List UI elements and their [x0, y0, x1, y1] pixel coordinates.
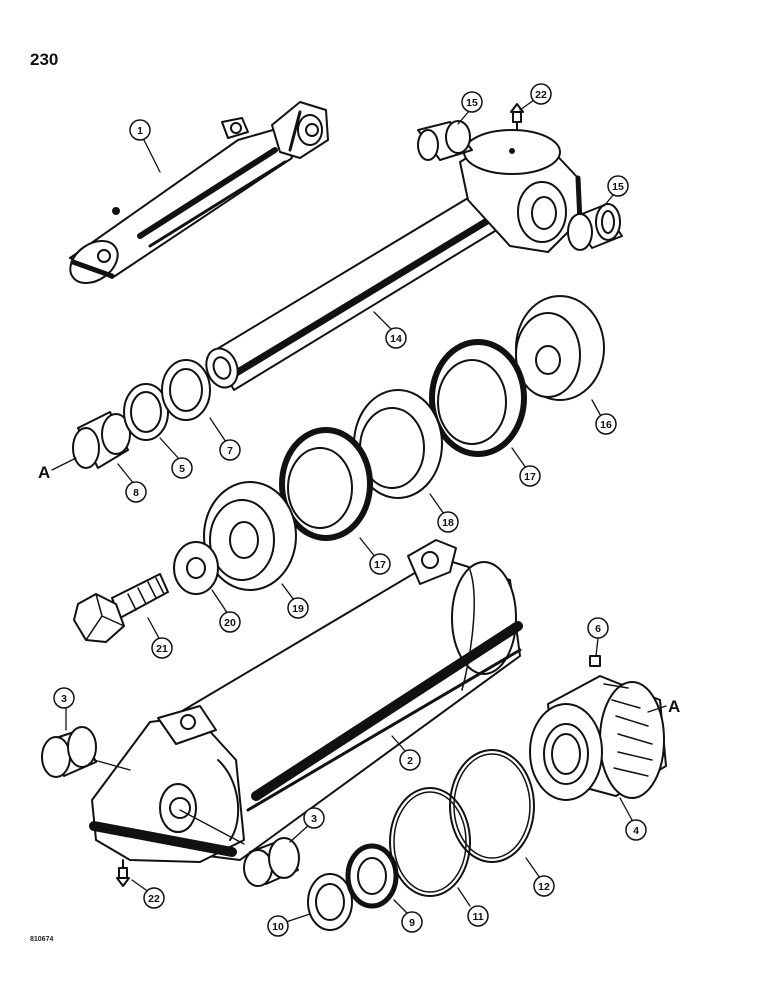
callout-14-label: 14 — [390, 333, 402, 345]
callout-17-lower-label: 17 — [374, 559, 386, 571]
callout-7: 7 — [219, 439, 241, 461]
drawing-number: 810674 — [30, 936, 54, 943]
part-6-plug — [589, 655, 601, 667]
callout-16: 16 — [595, 413, 617, 435]
callout-10: 10 — [267, 915, 289, 937]
part-20-washer — [173, 541, 219, 595]
callout-3-left: 3 — [53, 687, 75, 709]
part-1-cylinder-assembly — [69, 101, 329, 284]
callout-11-label: 11 — [472, 911, 483, 923]
part-3-bushing-right — [243, 837, 300, 887]
part-4-cylinder-gland — [529, 675, 667, 801]
callout-17-lower: 17 — [369, 553, 391, 575]
part-18-wear-ring — [353, 389, 443, 499]
part-17-piston-seal-lower — [279, 427, 373, 541]
page-number: 230 — [30, 50, 59, 69]
callout-1: 1 — [129, 119, 151, 141]
callout-12-label: 12 — [538, 881, 550, 893]
callout-5: 5 — [171, 457, 193, 479]
callout-21-label: 21 — [156, 643, 168, 655]
callout-22-bottom-label: 22 — [148, 893, 160, 905]
reference-letter-a-right: A — [668, 697, 680, 716]
part-21-bolt — [73, 573, 169, 643]
callout-17-upper: 17 — [519, 465, 541, 487]
part-11-o-ring — [389, 787, 471, 897]
part-3-bushing-left — [41, 726, 97, 778]
part-12-backup-ring — [449, 749, 535, 863]
part-8-wear-ring — [72, 411, 131, 469]
callout-5-label: 5 — [179, 463, 185, 475]
callout-8: 8 — [125, 481, 147, 503]
callout-6: 6 — [587, 617, 609, 639]
callout-2-label: 2 — [407, 755, 413, 767]
callout-6-label: 6 — [595, 623, 601, 635]
callout-20-label: 20 — [224, 617, 236, 629]
callout-10-label: 10 — [272, 921, 284, 933]
reference-letter-a-left: A — [38, 463, 50, 482]
callout-15-left: 15 — [461, 91, 483, 113]
callout-8-label: 8 — [133, 487, 139, 499]
callout-15-right: 15 — [607, 175, 629, 197]
leader-lines — [51, 99, 667, 923]
callout-20: 20 — [219, 611, 241, 633]
part-14-piston-rod — [205, 129, 583, 391]
part-2-cylinder-barrel — [89, 539, 523, 863]
callout-21: 21 — [151, 637, 173, 659]
callout-15-right-label: 15 — [612, 181, 624, 193]
callout-22-bottom: 22 — [143, 887, 165, 909]
callout-3-left-label: 3 — [61, 693, 67, 705]
part-15-bushing-left — [417, 120, 473, 161]
callout-4-label: 4 — [633, 825, 639, 837]
callout-9-label: 9 — [409, 917, 415, 929]
callout-2: 2 — [399, 749, 421, 771]
callout-7-label: 7 — [227, 445, 233, 457]
callout-1-label: 1 — [137, 125, 143, 137]
callout-12: 12 — [533, 875, 555, 897]
part-22-grease-fitting-top — [510, 103, 524, 131]
part-22-grease-fitting-bottom — [116, 859, 130, 887]
part-16-piston — [515, 295, 605, 401]
callout-14: 14 — [385, 327, 407, 349]
callout-22-top-label: 22 — [535, 89, 547, 101]
part-15-bushing-right — [567, 203, 623, 251]
part-5-backup-ring — [123, 383, 169, 441]
callout-3-right-label: 3 — [311, 813, 317, 825]
callout-16-label: 16 — [600, 419, 612, 431]
callout-4: 4 — [625, 819, 647, 841]
callout-18-label: 18 — [442, 517, 454, 529]
callout-3-right: 3 — [303, 807, 325, 829]
callout-15-left-label: 15 — [466, 97, 478, 109]
callout-18: 18 — [437, 511, 459, 533]
part-7-rod-seal — [161, 359, 211, 421]
callout-19: 19 — [287, 597, 309, 619]
callout-11: 11 — [467, 905, 489, 927]
part-10-wiper-seal — [307, 873, 353, 931]
callout-9: 9 — [401, 911, 423, 933]
part-17-piston-seal-upper — [429, 339, 527, 457]
callout-19-label: 19 — [292, 603, 304, 615]
part-19-piston-head — [203, 481, 297, 591]
part-9-rod-seal — [345, 843, 399, 909]
callout-17-upper-label: 17 — [524, 471, 536, 483]
callout-22-top: 22 — [530, 83, 552, 105]
